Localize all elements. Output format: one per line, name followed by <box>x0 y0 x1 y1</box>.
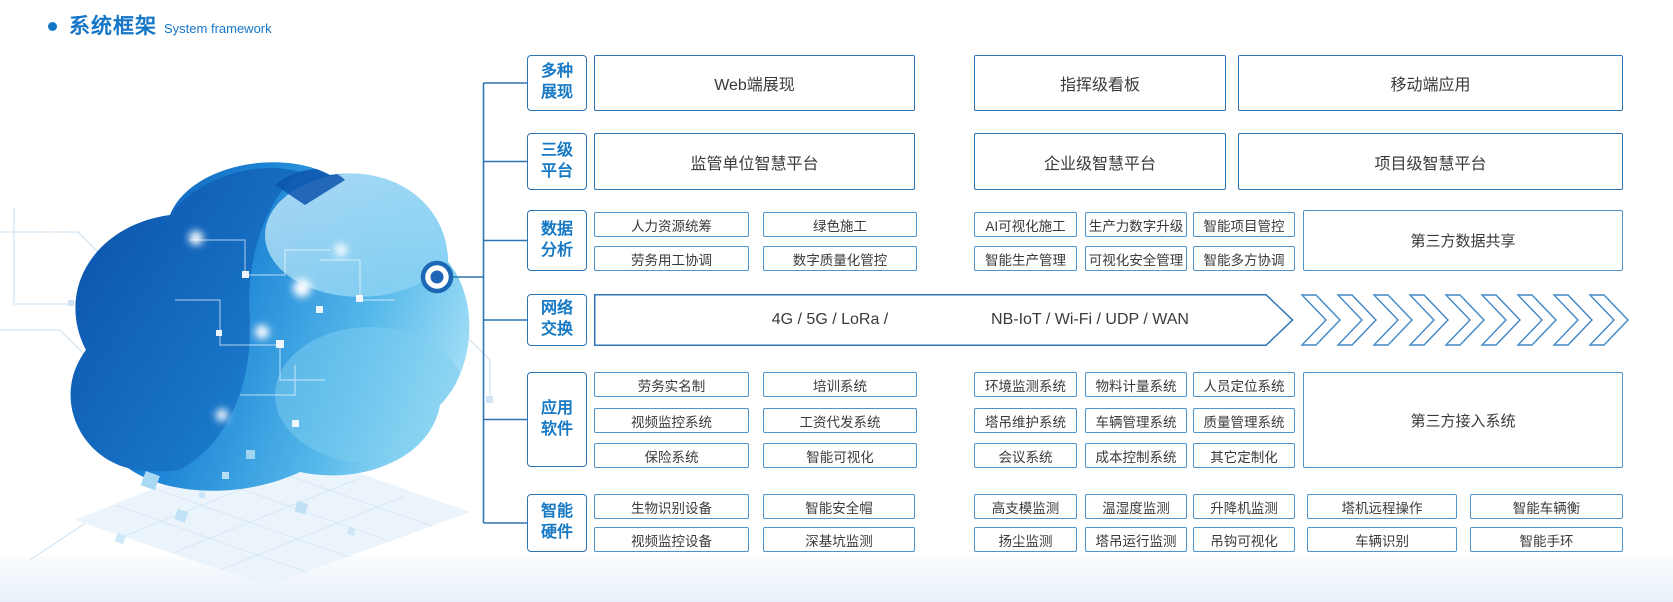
grid-box: 会议系统 <box>974 443 1077 468</box>
box-mobile-app: 移动端应用 <box>1238 55 1623 111</box>
grid-box: 升降机监测 <box>1193 494 1295 519</box>
floating-squares <box>114 450 255 545</box>
grid-box: 成本控制系统 <box>1085 443 1187 468</box>
box-command-dashboard: 指挥级看板 <box>974 55 1226 111</box>
connector-lines <box>450 82 528 524</box>
grid-box: 质量管理系统 <box>1193 408 1295 433</box>
box-web-display: Web端展现 <box>594 55 915 111</box>
grid-box: 物料计量系统 <box>1085 372 1187 397</box>
hub-node-icon <box>420 260 454 294</box>
grid-box: 其它定制化 <box>1193 443 1295 468</box>
grid-box: 车辆识别 <box>1307 527 1457 552</box>
grid-box: 人力资源统筹 <box>594 212 749 237</box>
grid-box: 保险系统 <box>594 443 749 468</box>
grid-box: 智能车辆衡 <box>1470 494 1623 519</box>
title-bullet-icon <box>48 21 57 31</box>
network-protocols-left: 4G / 5G / LoRa / <box>771 311 889 328</box>
flow-chevron-icon <box>1300 294 1341 346</box>
page-title: 系统框架 <box>69 15 157 38</box>
network-band: 4G / 5G / LoRa / NB-IoT / Wi-Fi / UDP / … <box>594 294 1293 346</box>
grid-box: 温湿度监测 <box>1085 494 1187 519</box>
box-project-platform: 项目级智慧平台 <box>1238 133 1623 190</box>
page-subtitle: System framework <box>164 21 272 36</box>
cloud-illustration <box>46 162 470 545</box>
flow-chevron-icon <box>1552 294 1593 346</box>
grid-box: 车辆管理系统 <box>1085 408 1187 433</box>
box-enterprise-platform: 企业级智慧平台 <box>974 133 1226 190</box>
grid-box: AI可视化施工 <box>974 212 1077 237</box>
grid-box: 环境监测系统 <box>974 372 1077 397</box>
grid-box: 智能可视化 <box>763 443 917 468</box>
grid-box: 生物识别设备 <box>594 494 749 519</box>
grid-box: 智能项目管控 <box>1193 212 1295 237</box>
box-supervision-platform: 监管单位智慧平台 <box>594 133 915 190</box>
grid-box: 塔吊维护系统 <box>974 408 1077 433</box>
flow-chevron-icon <box>1444 294 1485 346</box>
flow-chevron-icon <box>1480 294 1521 346</box>
grid-box: 高支模监测 <box>974 494 1077 519</box>
grid-box: 绿色施工 <box>763 212 917 237</box>
grid-box: 劳务实名制 <box>594 372 749 397</box>
grid-box: 视频监控设备 <box>594 527 749 552</box>
grid-box: 塔吊运行监测 <box>1085 527 1187 552</box>
flow-chevron-icons <box>1300 294 1629 346</box>
flow-chevron-icon <box>1588 294 1629 346</box>
flow-chevron-icon <box>1372 294 1413 346</box>
flow-chevron-icon <box>1408 294 1449 346</box>
row-label-software: 应用软件 <box>527 372 587 467</box>
grid-box: 可视化安全管理 <box>1085 246 1187 271</box>
row-label-display: 多种展现 <box>527 55 587 111</box>
grid-box: 深基坑监测 <box>763 527 915 552</box>
grid-box: 劳务用工协调 <box>594 246 749 271</box>
network-band-shape <box>593 293 1294 347</box>
side-box-third-party-access: 第三方接入系统 <box>1303 372 1623 468</box>
grid-box: 数字质量化管控 <box>763 246 917 271</box>
grid-box: 智能生产管理 <box>974 246 1077 271</box>
row-label-network: 网络交换 <box>527 294 587 346</box>
grid-box: 扬尘监测 <box>974 527 1077 552</box>
grid-box: 智能安全帽 <box>763 494 915 519</box>
page-title-row: 系统框架 System framework <box>48 10 272 40</box>
grid-box: 人员定位系统 <box>1193 372 1295 397</box>
network-protocols-right: NB-IoT / Wi-Fi / UDP / WAN <box>991 311 1189 328</box>
row-label-platform: 三级平台 <box>527 133 587 190</box>
grid-box: 智能手环 <box>1470 527 1623 552</box>
side-box-data-share: 第三方数据共享 <box>1303 210 1623 271</box>
grid-box: 培训系统 <box>763 372 917 397</box>
row-label-hardware: 智能硬件 <box>527 494 587 552</box>
grid-box: 智能多方协调 <box>1193 246 1295 271</box>
grid-box: 吊钩可视化 <box>1193 527 1295 552</box>
grid-box: 视频监控系统 <box>594 408 749 433</box>
grid-box: 生产力数字升级 <box>1085 212 1187 237</box>
grid-box: 塔机远程操作 <box>1307 494 1457 519</box>
flow-chevron-icon <box>1516 294 1557 346</box>
grid-box: 工资代发系统 <box>763 408 917 433</box>
flow-chevron-icon <box>1336 294 1377 346</box>
row-label-data-analysis: 数据分析 <box>527 210 587 271</box>
